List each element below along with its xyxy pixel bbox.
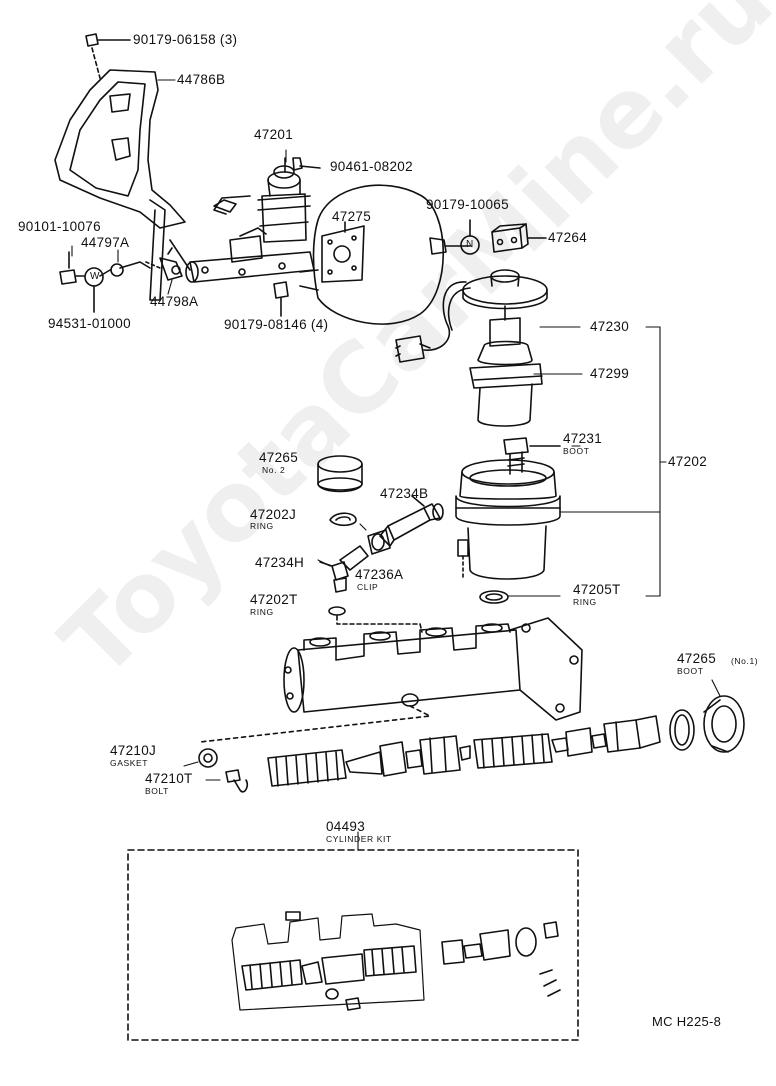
kit-bolt	[345, 997, 361, 1011]
master-cylinder-body	[199, 617, 583, 743]
label-47231: 47231	[563, 431, 603, 446]
label-04493-sub: CYLINDER KIT	[326, 834, 392, 844]
kit-gasket	[325, 988, 339, 1000]
hose-47234b	[379, 495, 444, 547]
kit-pistons	[241, 929, 511, 991]
label-47234b: 47234B	[380, 486, 429, 501]
ring-47202j	[329, 512, 357, 527]
snap-ring	[669, 709, 695, 751]
reservoir-filter	[469, 340, 543, 427]
label-90461-08202: 90461-08202	[330, 159, 413, 174]
label-47231-sub: BOOT	[563, 446, 590, 456]
kit-cylinder	[231, 911, 425, 1011]
brake-booster	[299, 184, 471, 325]
shield-screw	[85, 33, 131, 79]
label-47202: 47202	[668, 454, 708, 469]
label-47202t-sub: RING	[250, 607, 274, 617]
master-cylinder-small	[185, 165, 315, 283]
label-47201: 47201	[254, 127, 294, 142]
label-47234h: 47234H	[255, 555, 305, 570]
bolt-47210t	[225, 769, 249, 793]
label-44797a: 44797A	[81, 235, 130, 250]
label-47210j-sub: GASKET	[110, 758, 149, 768]
kit-cap	[543, 921, 559, 939]
label-90179-10065: 90179-10065	[426, 197, 509, 212]
label-47210j: 47210J	[110, 743, 157, 758]
label-47265-no2: 47265	[259, 450, 299, 465]
kit-clip	[539, 969, 561, 997]
reservoir-body	[455, 459, 561, 580]
label-47264: 47264	[548, 230, 588, 245]
pushrod-linkage	[99, 239, 191, 281]
leader-lines	[71, 79, 721, 851]
boot-47265-no2	[317, 455, 363, 493]
reference-code: MC H225-8	[652, 1014, 722, 1029]
label-47236a-sub: CLIP	[357, 582, 379, 592]
label-47210t: 47210T	[145, 771, 193, 786]
label-47299: 47299	[590, 366, 630, 381]
label-47265-no1-number: (No.1)	[731, 656, 759, 666]
ring-47205t	[479, 590, 509, 604]
label-47205t-sub: RING	[573, 597, 597, 607]
gasket-47275	[321, 221, 365, 283]
label-47202j: 47202J	[250, 507, 297, 522]
cylinder-kit-box	[127, 849, 579, 1041]
label-47275: 47275	[332, 209, 372, 224]
label-47236a: 47236A	[355, 567, 404, 582]
label-47205t: 47205T	[573, 582, 621, 597]
marker-w: W	[90, 271, 101, 282]
clip-47236a	[367, 529, 391, 555]
nut-90179-08146	[273, 281, 289, 317]
label-47210t-sub: BOLT	[145, 786, 169, 796]
label-94531-01000: 94531-01000	[48, 316, 131, 331]
label-47265-no2-sub: No. 2	[262, 465, 286, 475]
ring-47202t	[328, 606, 346, 616]
gasket-47210j	[198, 748, 218, 768]
label-47202t: 47202T	[250, 592, 298, 607]
label-47265-no1-sub: BOOT	[677, 666, 704, 676]
label-47265-no1: 47265	[677, 651, 717, 666]
bolt-90101	[59, 251, 85, 285]
cap-clip	[292, 157, 303, 171]
label-90179-06158: 90179-06158 (3)	[133, 32, 238, 47]
heat-shield	[54, 69, 186, 301]
piston-assembly	[267, 715, 661, 787]
label-90179-08146: 90179-08146 (4)	[224, 317, 329, 332]
bracket-47264	[491, 223, 547, 253]
label-47202j-sub: RING	[250, 521, 274, 531]
kit-ring	[515, 927, 537, 957]
marker-n: N	[466, 239, 474, 250]
wire-connector	[395, 281, 471, 363]
boot-47265-no1	[703, 695, 745, 753]
label-04493: 04493	[326, 819, 366, 834]
label-47230: 47230	[590, 319, 630, 334]
label-44798a: 44798A	[150, 294, 199, 309]
label-90101-10076: 90101-10076	[18, 219, 101, 234]
label-44786b: 44786B	[177, 72, 226, 87]
